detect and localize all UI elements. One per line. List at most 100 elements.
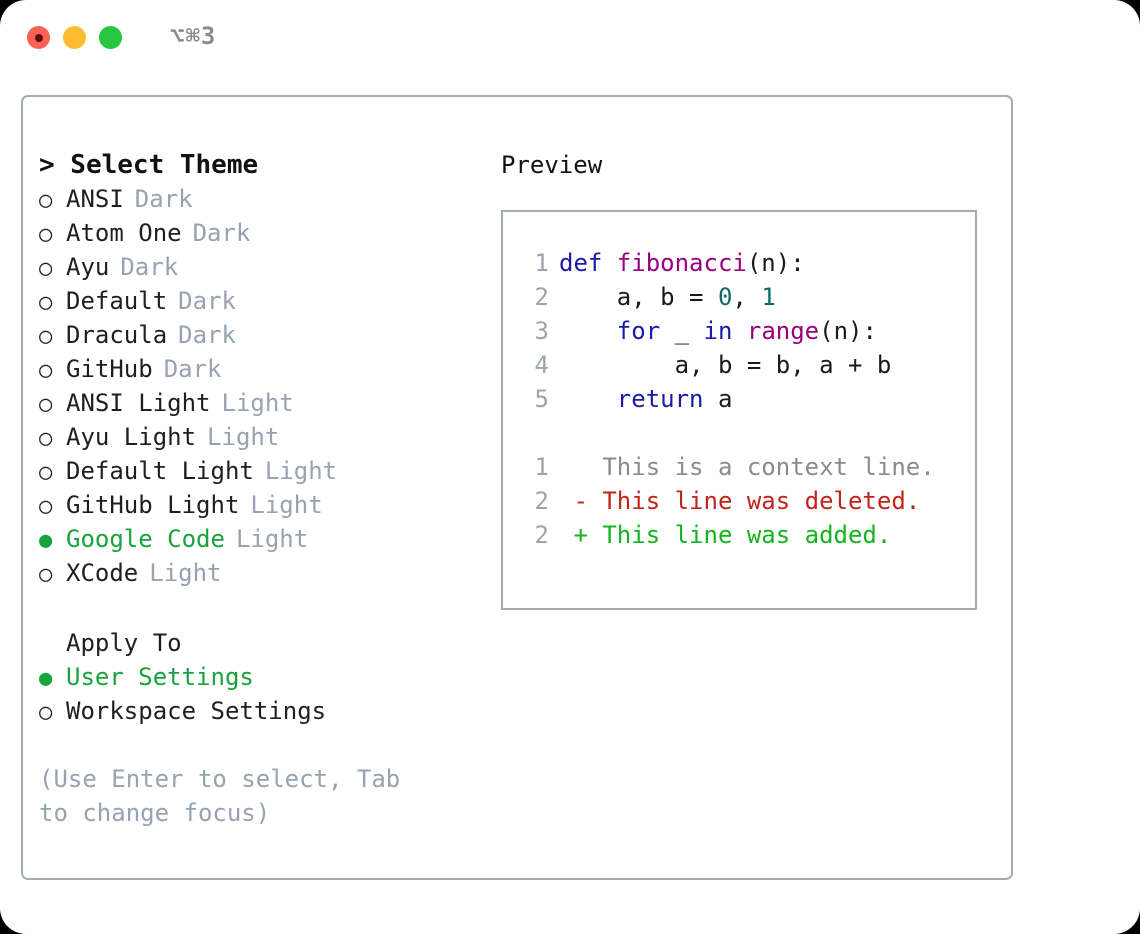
theme-option-label: Ayu Light	[66, 423, 197, 451]
theme-variant-badge: Light	[264, 457, 338, 485]
token-pln: a, b = b, a + b	[559, 351, 892, 379]
theme-option-github-light[interactable]: ○ GitHub Light Light	[39, 488, 469, 522]
token-num: 1	[761, 283, 776, 311]
theme-option-label: Default	[66, 287, 168, 315]
theme-variant-badge: Dark	[120, 253, 179, 281]
code-line: 1 def fibonacci(n):	[503, 246, 975, 280]
apply-to-option-workspace-settings[interactable]: ○ Workspace Settings	[39, 694, 469, 728]
token-ctx: This is a context line.	[559, 453, 935, 481]
zoom-window-button[interactable]	[99, 26, 122, 49]
minimize-window-button[interactable]	[63, 26, 86, 49]
spacer	[39, 728, 469, 762]
traffic-lights	[27, 26, 122, 49]
code-text: return a	[559, 382, 733, 416]
token-pln: (n):	[819, 317, 877, 345]
code-line: 5 return a	[503, 382, 975, 416]
radio-unselected-icon: ○	[39, 392, 53, 417]
code-text: - This line was deleted.	[559, 484, 920, 518]
close-window-button[interactable]	[27, 26, 50, 49]
select-theme-header: > Select Theme	[39, 150, 259, 180]
radio-unselected-icon: ○	[39, 494, 53, 519]
token-pln: _	[660, 317, 704, 345]
token-pln	[559, 385, 617, 413]
code-text: for _ in range(n):	[559, 314, 877, 348]
spacer	[503, 416, 975, 450]
code-line: 4 a, b = b, a + b	[503, 348, 975, 382]
theme-option-xcode[interactable]: ○ XCode Light	[39, 556, 469, 590]
code-text: a, b = b, a + b	[559, 348, 892, 382]
token-pln: a	[703, 385, 733, 413]
radio-unselected-icon: ○	[39, 426, 53, 451]
code-text: This is a context line.	[559, 450, 935, 484]
theme-variant-badge: Light	[149, 559, 222, 587]
line-number: 5	[534, 385, 549, 413]
line-number: 4	[534, 351, 549, 379]
line-number: 2	[534, 521, 549, 549]
code-line: 2 - This line was deleted.	[503, 484, 975, 518]
radio-unselected-icon: ○	[39, 700, 53, 725]
theme-option-label: GitHub Light	[66, 491, 240, 519]
theme-option-label: Dracula	[66, 321, 168, 349]
preview-header: Preview	[501, 151, 603, 179]
theme-option-dracula[interactable]: ○ Dracula Dark	[39, 318, 469, 352]
code-line: 2 a, b = 0, 1	[503, 280, 975, 314]
token-kw: def	[559, 249, 617, 277]
line-number: 2	[534, 487, 549, 515]
apply-to-option-label: User Settings	[66, 663, 254, 691]
code-line: 3 for _ in range(n):	[503, 314, 975, 348]
keyboard-hint-text: (Use Enter to select, Tab to change focu…	[39, 765, 415, 827]
theme-option-label: XCode	[66, 559, 139, 587]
token-pln: ,	[732, 283, 762, 311]
spacer	[39, 590, 469, 626]
code-line: 2 + This line was added.	[503, 518, 975, 552]
theme-variant-badge: Dark	[163, 355, 222, 383]
theme-option-ayu[interactable]: ○ Ayu Dark	[39, 250, 469, 284]
code-text: a, b = 0, 1	[559, 280, 776, 314]
diff-sample: 1 This is a context line. 2 - This line w…	[503, 450, 975, 552]
theme-variant-badge: Light	[250, 491, 323, 519]
line-number: 1	[534, 249, 549, 277]
radio-unselected-icon: ○	[39, 256, 53, 281]
radio-unselected-icon: ○	[39, 290, 53, 315]
apply-to-option-label: Workspace Settings	[66, 697, 327, 725]
token-add: + This line was added.	[559, 521, 892, 549]
radio-unselected-icon: ○	[39, 222, 53, 247]
code-text: + This line was added.	[559, 518, 891, 552]
line-number: 1	[534, 453, 549, 481]
radio-unselected-icon: ○	[39, 562, 53, 587]
radio-unselected-icon: ○	[39, 324, 53, 349]
apply-to-header: Apply To	[66, 629, 182, 657]
keyboard-shortcut-label: ⌥⌘3	[170, 22, 217, 50]
token-pln: a, b =	[559, 283, 718, 311]
title-bar: ⌥⌘3	[0, 0, 1140, 78]
theme-variant-badge: Dark	[178, 321, 236, 349]
radio-unselected-icon: ○	[39, 188, 53, 213]
theme-option-label: GitHub	[66, 355, 153, 383]
theme-option-label: Google Code	[66, 525, 225, 553]
token-pln	[559, 317, 617, 345]
radio-selected-icon: ●	[39, 666, 53, 691]
token-num: 0	[717, 283, 733, 311]
theme-option-label: Ayu	[66, 253, 110, 281]
token-fn: range	[746, 317, 820, 345]
apply-to-list[interactable]: ● User Settings ○ Workspace Settings	[39, 660, 469, 728]
token-kw: for	[616, 317, 661, 345]
theme-variant-badge: Dark	[134, 185, 193, 213]
radio-unselected-icon: ○	[39, 460, 53, 485]
code-text: def fibonacci(n):	[559, 246, 805, 280]
theme-variant-badge: Light	[221, 389, 294, 417]
apply-to-option-user-settings[interactable]: ● User Settings	[39, 660, 469, 694]
